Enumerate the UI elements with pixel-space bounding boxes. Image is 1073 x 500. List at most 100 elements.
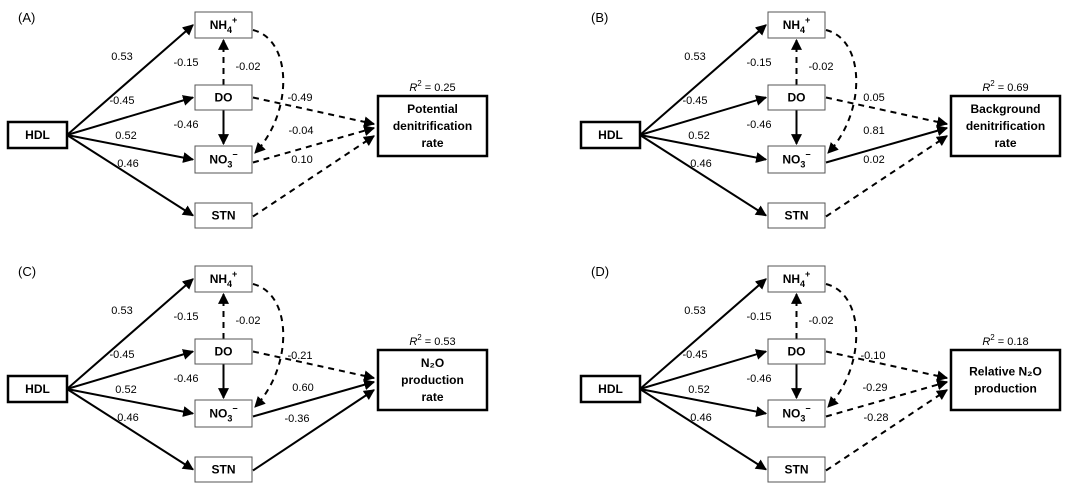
coef-stn-target: -0.28 <box>863 412 888 424</box>
target-label-line: production <box>401 373 464 387</box>
node-nh4 <box>767 11 826 39</box>
node-do-label: DO <box>215 345 233 359</box>
coef-do-target: -0.10 <box>860 350 885 362</box>
node-do-label: DO <box>788 91 806 105</box>
path-hdl-no3 <box>639 388 768 418</box>
node-stn <box>194 456 253 483</box>
node-hdl <box>6 374 69 404</box>
coef-no3-target: -0.29 <box>862 382 887 394</box>
coef-hdl-stn: 0.46 <box>117 158 138 170</box>
node-no3 <box>767 399 826 428</box>
path-hdl-stn <box>639 134 767 217</box>
node-nh4 <box>194 265 253 293</box>
target-label-line: denitrification <box>393 119 472 133</box>
node-nh4-label: NH4+ <box>783 269 811 289</box>
coef-hdl-stn: 0.46 <box>690 412 711 424</box>
path-hdl-nh4 <box>66 24 194 136</box>
node-nh4 <box>194 11 253 39</box>
coef-do-target: -0.49 <box>287 92 312 104</box>
r-squared: R2 = 0.69 <box>982 79 1028 94</box>
node-hdl-label: HDL <box>598 382 623 396</box>
node-no3-label: NO3− <box>782 404 810 424</box>
coef-do-no3: -0.46 <box>173 373 198 385</box>
node-do-label: DO <box>788 345 806 359</box>
r-squared: R2 = 0.25 <box>409 79 455 94</box>
path-do-target <box>825 96 949 128</box>
target-label-line: denitrification <box>966 119 1045 133</box>
node-stn <box>194 202 253 229</box>
panel-label: (A) <box>18 10 35 25</box>
panel-label: (B) <box>591 10 608 25</box>
path-stn-target <box>252 389 375 472</box>
target-label-line: Relative N₂O <box>969 365 1042 379</box>
coef-nh4-no3: -0.02 <box>808 61 833 73</box>
path-do-target <box>252 96 376 128</box>
path-hdl-nh4 <box>639 278 767 390</box>
node-nh4-label: NH4+ <box>210 15 238 35</box>
path-hdl-do <box>66 95 195 136</box>
coef-do-target: -0.21 <box>287 350 312 362</box>
coef-hdl-stn: 0.46 <box>690 158 711 170</box>
coef-do-no3: -0.46 <box>746 119 771 131</box>
path-no3-target <box>825 379 949 418</box>
node-no3 <box>194 399 253 428</box>
node-nh4-label: NH4+ <box>783 15 811 35</box>
coef-hdl-no3: 0.52 <box>115 384 136 396</box>
node-no3 <box>194 145 253 174</box>
path-stn-target <box>825 389 948 472</box>
panel-a: (A)0.53-0.450.520.46-0.15-0.46-0.02-0.49… <box>6 10 489 229</box>
coef-nh4-no3: -0.02 <box>235 315 260 327</box>
node-no3-label: NO3− <box>209 150 237 170</box>
target-label-line: Background <box>970 102 1040 116</box>
coef-no3-target: 0.60 <box>292 382 313 394</box>
node-target <box>949 348 1062 412</box>
target-label-line: rate <box>994 136 1016 150</box>
coef-do-target: 0.05 <box>863 92 884 104</box>
target-label-line: N₂O <box>421 356 444 370</box>
coef-do-nh4: -0.15 <box>173 57 198 69</box>
target-label-line: production <box>974 382 1037 396</box>
node-stn <box>767 456 826 483</box>
path-hdl-no3 <box>66 134 195 164</box>
node-do <box>767 338 826 365</box>
coef-nh4-no3: -0.02 <box>235 61 260 73</box>
path-no3-target <box>825 125 949 164</box>
coef-no3-target: 0.81 <box>863 125 884 137</box>
path-hdl-nh4 <box>639 24 767 136</box>
path-hdl-no3 <box>66 388 195 418</box>
coef-hdl-no3: 0.52 <box>115 130 136 142</box>
panel-d: (D)0.53-0.450.520.46-0.15-0.46-0.02-0.10… <box>579 264 1062 483</box>
coef-hdl-no3: 0.52 <box>688 384 709 396</box>
coef-do-no3: -0.46 <box>173 119 198 131</box>
r-squared: R2 = 0.53 <box>409 333 455 348</box>
path-hdl-no3 <box>639 134 768 164</box>
path-no3-target <box>252 379 376 418</box>
r-squared: R2 = 0.18 <box>982 333 1028 348</box>
path-stn-target <box>252 135 375 218</box>
coef-stn-target: -0.36 <box>284 413 309 425</box>
path-hdl-stn <box>66 134 194 217</box>
coef-hdl-nh4: 0.53 <box>111 51 132 63</box>
panel-c: (C)0.53-0.450.520.46-0.15-0.46-0.02-0.21… <box>6 264 489 483</box>
node-stn-label: STN <box>785 463 809 477</box>
coef-hdl-nh4: 0.53 <box>111 305 132 317</box>
node-no3-label: NO3− <box>782 150 810 170</box>
coef-hdl-do: -0.45 <box>682 95 707 107</box>
path-do-target <box>252 350 376 382</box>
node-target <box>376 94 489 158</box>
node-hdl <box>579 374 642 404</box>
panel-b: (B)0.53-0.450.520.46-0.15-0.46-0.020.050… <box>579 10 1062 229</box>
node-hdl-label: HDL <box>598 128 623 142</box>
coef-hdl-no3: 0.52 <box>688 130 709 142</box>
path-stn-target <box>825 135 948 218</box>
node-nh4-label: NH4+ <box>210 269 238 289</box>
node-do <box>767 84 826 111</box>
coef-do-nh4: -0.15 <box>746 57 771 69</box>
coef-hdl-do: -0.45 <box>109 349 134 361</box>
coef-no3-target: -0.04 <box>288 125 313 137</box>
node-hdl <box>6 120 69 150</box>
path-nh4-no3 <box>825 29 858 154</box>
panel-label: (D) <box>591 264 609 279</box>
